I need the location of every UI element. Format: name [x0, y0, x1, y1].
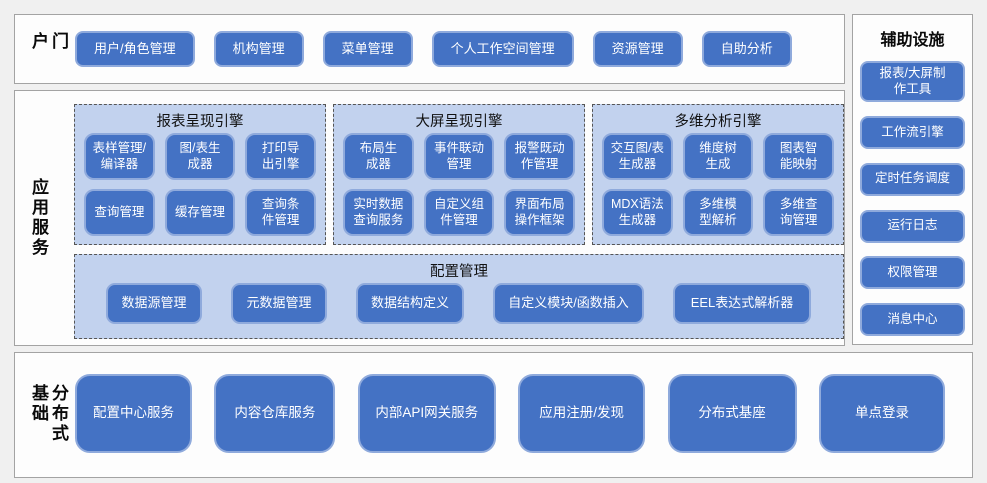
report-engine-grid: 表样管理/ 编译器图/表生 成器打印导 出引擎查询管理缓存管理查询条 件管理	[84, 133, 316, 236]
auxiliary-button[interactable]: 工作流引擎	[860, 116, 965, 149]
olap-engine-button[interactable]: MDX语法 生成器	[602, 189, 673, 236]
bigscreen-engine-group: 大屏呈现引擎 布局生 成器事件联动 管理报警既动 作管理实时数据 查询服务自定义…	[333, 104, 585, 245]
portal-button[interactable]: 自助分析	[701, 31, 792, 67]
app-services-section-label: 应用服务	[29, 178, 48, 258]
portal-button[interactable]: 资源管理	[592, 31, 683, 67]
distributed-button[interactable]: 分布式基座	[667, 373, 797, 453]
portal-button[interactable]: 个人工作空间管理	[431, 31, 574, 67]
bigscreen-engine-button[interactable]: 界面布局 操作框架	[504, 189, 575, 236]
distributed-button[interactable]: 配置中心服务	[75, 373, 192, 453]
bigscreen-engine-button[interactable]: 自定义组 件管理	[423, 189, 495, 236]
portal-button[interactable]: 用户/角色管理	[75, 31, 195, 67]
bigscreen-engine-title: 大屏呈现引擎	[415, 114, 503, 130]
portal-button[interactable]: 机构管理	[213, 31, 304, 67]
distributed-button[interactable]: 应用注册/发现	[518, 373, 646, 453]
report-engine-button[interactable]: 缓存管理	[164, 189, 236, 236]
report-engine-button[interactable]: 打印导 出引擎	[245, 133, 316, 180]
config-management-title: 配置管理	[430, 264, 488, 280]
auxiliary-button[interactable]: 定时任务调度	[860, 162, 965, 196]
config-button[interactable]: 自定义模块/函数插入	[493, 283, 644, 324]
olap-engine-button[interactable]: 维度树 生成	[682, 133, 754, 180]
distributed-foundation-label: 分布式基础	[29, 384, 68, 444]
auxiliary-button-column: 报表/大屏制 作工具工作流引擎定时任务调度运行日志权限管理消息中心	[860, 61, 965, 336]
bigscreen-engine-button[interactable]: 布局生 成器	[343, 133, 414, 180]
config-management-group: 配置管理 数据源管理元数据管理数据结构定义自定义模块/函数插入 EEL表达式解析器	[74, 254, 844, 339]
distributed-button[interactable]: 内容仓库服务	[214, 373, 336, 453]
auxiliary-facilities-title: 辅助设施	[880, 32, 945, 49]
portal-section-label: 门户	[29, 32, 68, 52]
report-engine-button[interactable]: 表样管理/ 编译器	[84, 133, 155, 180]
auxiliary-button[interactable]: 消息中心	[860, 303, 965, 336]
distributed-foundation-section: 分布式基础 配置中心服务内容仓库服务内部API网关服务应用注册/发现分布式基座单…	[14, 352, 973, 478]
olap-engine-title: 多维分析引擎	[674, 114, 762, 130]
portal-button[interactable]: 菜单管理	[322, 31, 413, 67]
olap-engine-button[interactable]: 多维查 询管理	[763, 189, 834, 236]
report-engine-button[interactable]: 查询管理	[84, 189, 155, 236]
config-button[interactable]: EEL表达式解析器	[673, 283, 811, 324]
config-button[interactable]: 数据源管理	[106, 283, 202, 324]
auxiliary-facilities-panel: 辅助设施 报表/大屏制 作工具工作流引擎定时任务调度运行日志权限管理消息中心	[852, 14, 973, 345]
olap-engine-button[interactable]: 多维模 型解析	[682, 189, 754, 236]
auxiliary-button[interactable]: 权限管理	[860, 256, 965, 290]
portal-button-row: 用户/角色管理机构管理菜单管理个人工作空间管理资源管理自助分析	[75, 15, 834, 83]
report-engine-button[interactable]: 图/表生 成器	[164, 133, 236, 180]
bigscreen-engine-grid: 布局生 成器事件联动 管理报警既动 作管理实时数据 查询服务自定义组 件管理界面…	[343, 133, 575, 236]
distributed-button-row: 配置中心服务内容仓库服务内部API网关服务应用注册/发现分布式基座单点登录	[75, 373, 945, 453]
auxiliary-button[interactable]: 报表/大屏制 作工具	[860, 61, 965, 103]
bigscreen-engine-button[interactable]: 实时数据 查询服务	[343, 189, 414, 236]
report-engine-button[interactable]: 查询条 件管理	[245, 189, 316, 236]
app-services-section: 应用服务 报表呈现引擎 表样管理/ 编译器图/表生 成器打印导 出引擎查询管理缓…	[14, 90, 845, 346]
config-button[interactable]: 数据结构定义	[356, 283, 464, 324]
report-engine-title: 报表呈现引擎	[156, 114, 244, 130]
bigscreen-engine-button[interactable]: 报警既动 作管理	[504, 133, 575, 180]
config-button[interactable]: 元数据管理	[231, 283, 327, 324]
engine-groups-row: 报表呈现引擎 表样管理/ 编译器图/表生 成器打印导 出引擎查询管理缓存管理查询…	[74, 104, 844, 245]
portal-section: 门户 用户/角色管理机构管理菜单管理个人工作空间管理资源管理自助分析	[14, 14, 845, 84]
distributed-button[interactable]: 内部API网关服务	[357, 373, 496, 453]
report-engine-group: 报表呈现引擎 表样管理/ 编译器图/表生 成器打印导 出引擎查询管理缓存管理查询…	[74, 104, 326, 245]
olap-engine-grid: 交互图/表 生成器维度树 生成图表智 能映射 MDX语法 生成器多维模 型解析多维…	[602, 133, 834, 236]
distributed-button[interactable]: 单点登录	[818, 373, 945, 453]
olap-engine-button[interactable]: 交互图/表 生成器	[602, 133, 673, 180]
auxiliary-button[interactable]: 运行日志	[860, 209, 965, 243]
config-button-row: 数据源管理元数据管理数据结构定义自定义模块/函数插入 EEL表达式解析器	[106, 283, 833, 324]
olap-engine-button[interactable]: 图表智 能映射	[763, 133, 834, 180]
bigscreen-engine-button[interactable]: 事件联动 管理	[423, 133, 495, 180]
